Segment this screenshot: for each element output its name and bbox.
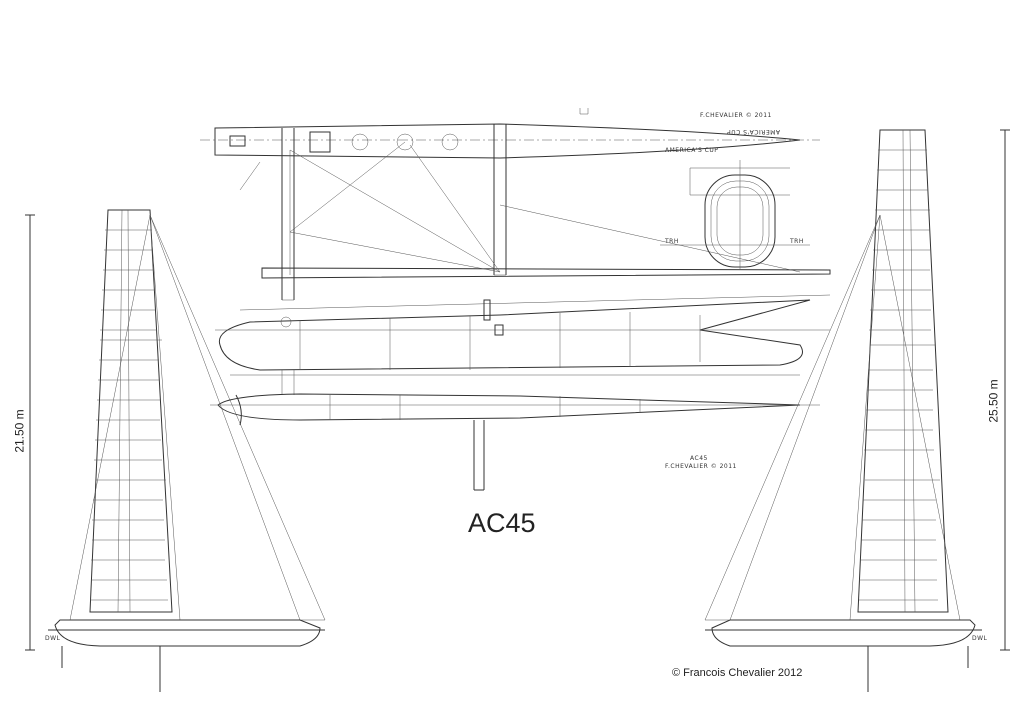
- signature-mid: F.CHEVALIER © 2011: [665, 463, 737, 470]
- side-profile-hull: [218, 299, 811, 371]
- plan-lower-hull: [261, 267, 831, 279]
- svg-text:TRH: TRH: [664, 238, 679, 245]
- left-hull: [54, 619, 321, 647]
- right-jib: [704, 214, 881, 621]
- left-elevation: DWL: [25, 209, 326, 692]
- svg-text:DWL: DWL: [45, 635, 61, 642]
- signature-top: F.CHEVALIER © 2011: [700, 112, 772, 119]
- left-height-label: 21.50 m: [12, 409, 27, 453]
- drawing-label: AC45: [690, 455, 708, 462]
- drawing-title: AC45: [468, 508, 536, 538]
- left-wing-sail: [89, 209, 173, 613]
- right-elevation: DWL: [704, 129, 1010, 692]
- svg-text:DWL: DWL: [972, 635, 988, 642]
- svg-text:AMERICA'S CUP: AMERICA'S CUP: [665, 147, 718, 154]
- svg-text:TRH: TRH: [789, 238, 804, 245]
- right-hull: [711, 619, 976, 647]
- lower-profile-hull: [217, 393, 801, 421]
- right-wing-sail: [857, 129, 949, 613]
- copyright-text: © Francois Chevalier 2012: [672, 667, 803, 679]
- svg-text:AMERICA'S CUP: AMERICA'S CUP: [727, 128, 780, 135]
- daggerboard-profile: [473, 420, 485, 491]
- right-height-label: 25.50 m: [986, 379, 1001, 423]
- left-jib: [149, 214, 326, 621]
- profile-views: AC45 F.CHEVALIER © 2011: [210, 294, 831, 491]
